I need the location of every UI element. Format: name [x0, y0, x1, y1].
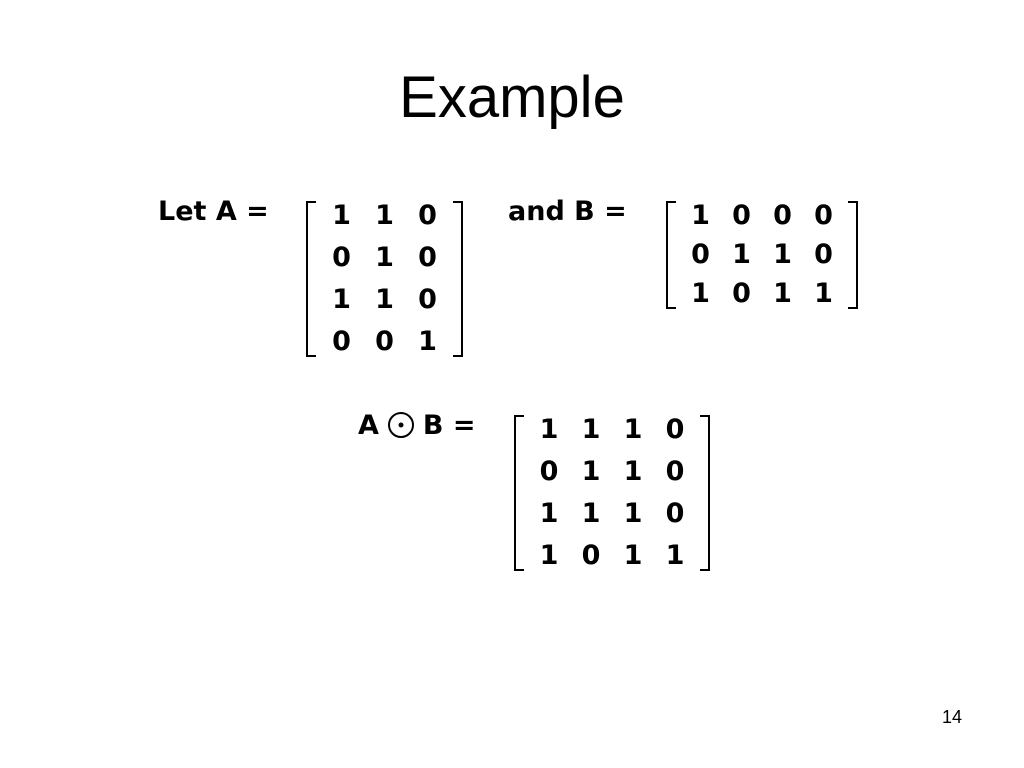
matrix-a-cell: 1: [332, 284, 351, 315]
matrix-result-cell: 1: [539, 414, 559, 445]
matrix-a-right-bracket: [453, 201, 463, 357]
matrix-result-cell: 1: [623, 414, 643, 445]
product-a-label: A: [358, 410, 379, 441]
matrix-a-cell: 0: [332, 326, 351, 357]
matrix-b-cell: 0: [732, 200, 751, 231]
matrix-a-cell: 0: [375, 326, 394, 357]
matrix-result-cell: 1: [665, 540, 685, 571]
boolean-product-odot-icon: [387, 412, 414, 438]
matrix-b-cell: 1: [691, 278, 710, 309]
matrix-b-cell: 1: [773, 278, 792, 309]
matrix-b-cell: 1: [691, 200, 710, 231]
slide-title: Example: [399, 65, 625, 130]
matrix-result-cell: 1: [581, 498, 601, 529]
product-b-label: B =: [422, 410, 476, 441]
matrix-a-cell: 1: [375, 242, 394, 273]
matrix-b-cell: 0: [814, 200, 833, 231]
matrix-result-cell: 1: [623, 498, 643, 529]
matrix-b-left-bracket: [666, 201, 676, 309]
matrix-b-cell: 1: [773, 239, 792, 270]
page-number: 14: [941, 707, 962, 727]
matrix-result-cell: 1: [623, 456, 643, 487]
matrix-b-cell: 0: [773, 200, 792, 231]
product-label: A B =: [358, 411, 476, 441]
matrix-result-cell: 1: [539, 498, 559, 529]
matrix-a-cell: 0: [418, 284, 437, 315]
matrix-a-cell: 1: [418, 326, 437, 357]
matrix-b-cell: 0: [691, 239, 710, 270]
matrix-b-cell: 0: [732, 278, 751, 309]
matrix-result-cell: 1: [539, 540, 559, 571]
matrix-a-cell: 0: [418, 200, 437, 231]
matrix-result-cell: 1: [623, 540, 643, 571]
matrix-result-left-bracket: [514, 415, 524, 571]
matrix-result-cell: 0: [665, 414, 685, 445]
matrix-a-cell: 0: [332, 242, 351, 273]
matrix-result-right-bracket: [700, 415, 710, 571]
let-a-label: Let A =: [158, 196, 269, 227]
matrix-a-cell: 0: [418, 242, 437, 273]
and-b-label: and B =: [508, 196, 627, 227]
matrix-a-cell: 1: [375, 200, 394, 231]
matrix-b-cell: 0: [814, 239, 833, 270]
matrix-result-cell: 0: [539, 456, 559, 487]
matrix-b-right-bracket: [848, 201, 858, 309]
matrix-b-cell: 1: [732, 239, 751, 270]
matrix-result-cell: 0: [665, 456, 685, 487]
matrix-a-left-bracket: [306, 201, 316, 357]
matrix-b-cell: 1: [814, 278, 833, 309]
matrix-a-cell: 1: [375, 284, 394, 315]
matrix-result-cell: 0: [581, 540, 601, 571]
matrix-result-cell: 1: [581, 414, 601, 445]
matrix-a-cell: 1: [332, 200, 351, 231]
matrix-result-cell: 0: [665, 498, 685, 529]
matrix-result-cell: 1: [581, 456, 601, 487]
